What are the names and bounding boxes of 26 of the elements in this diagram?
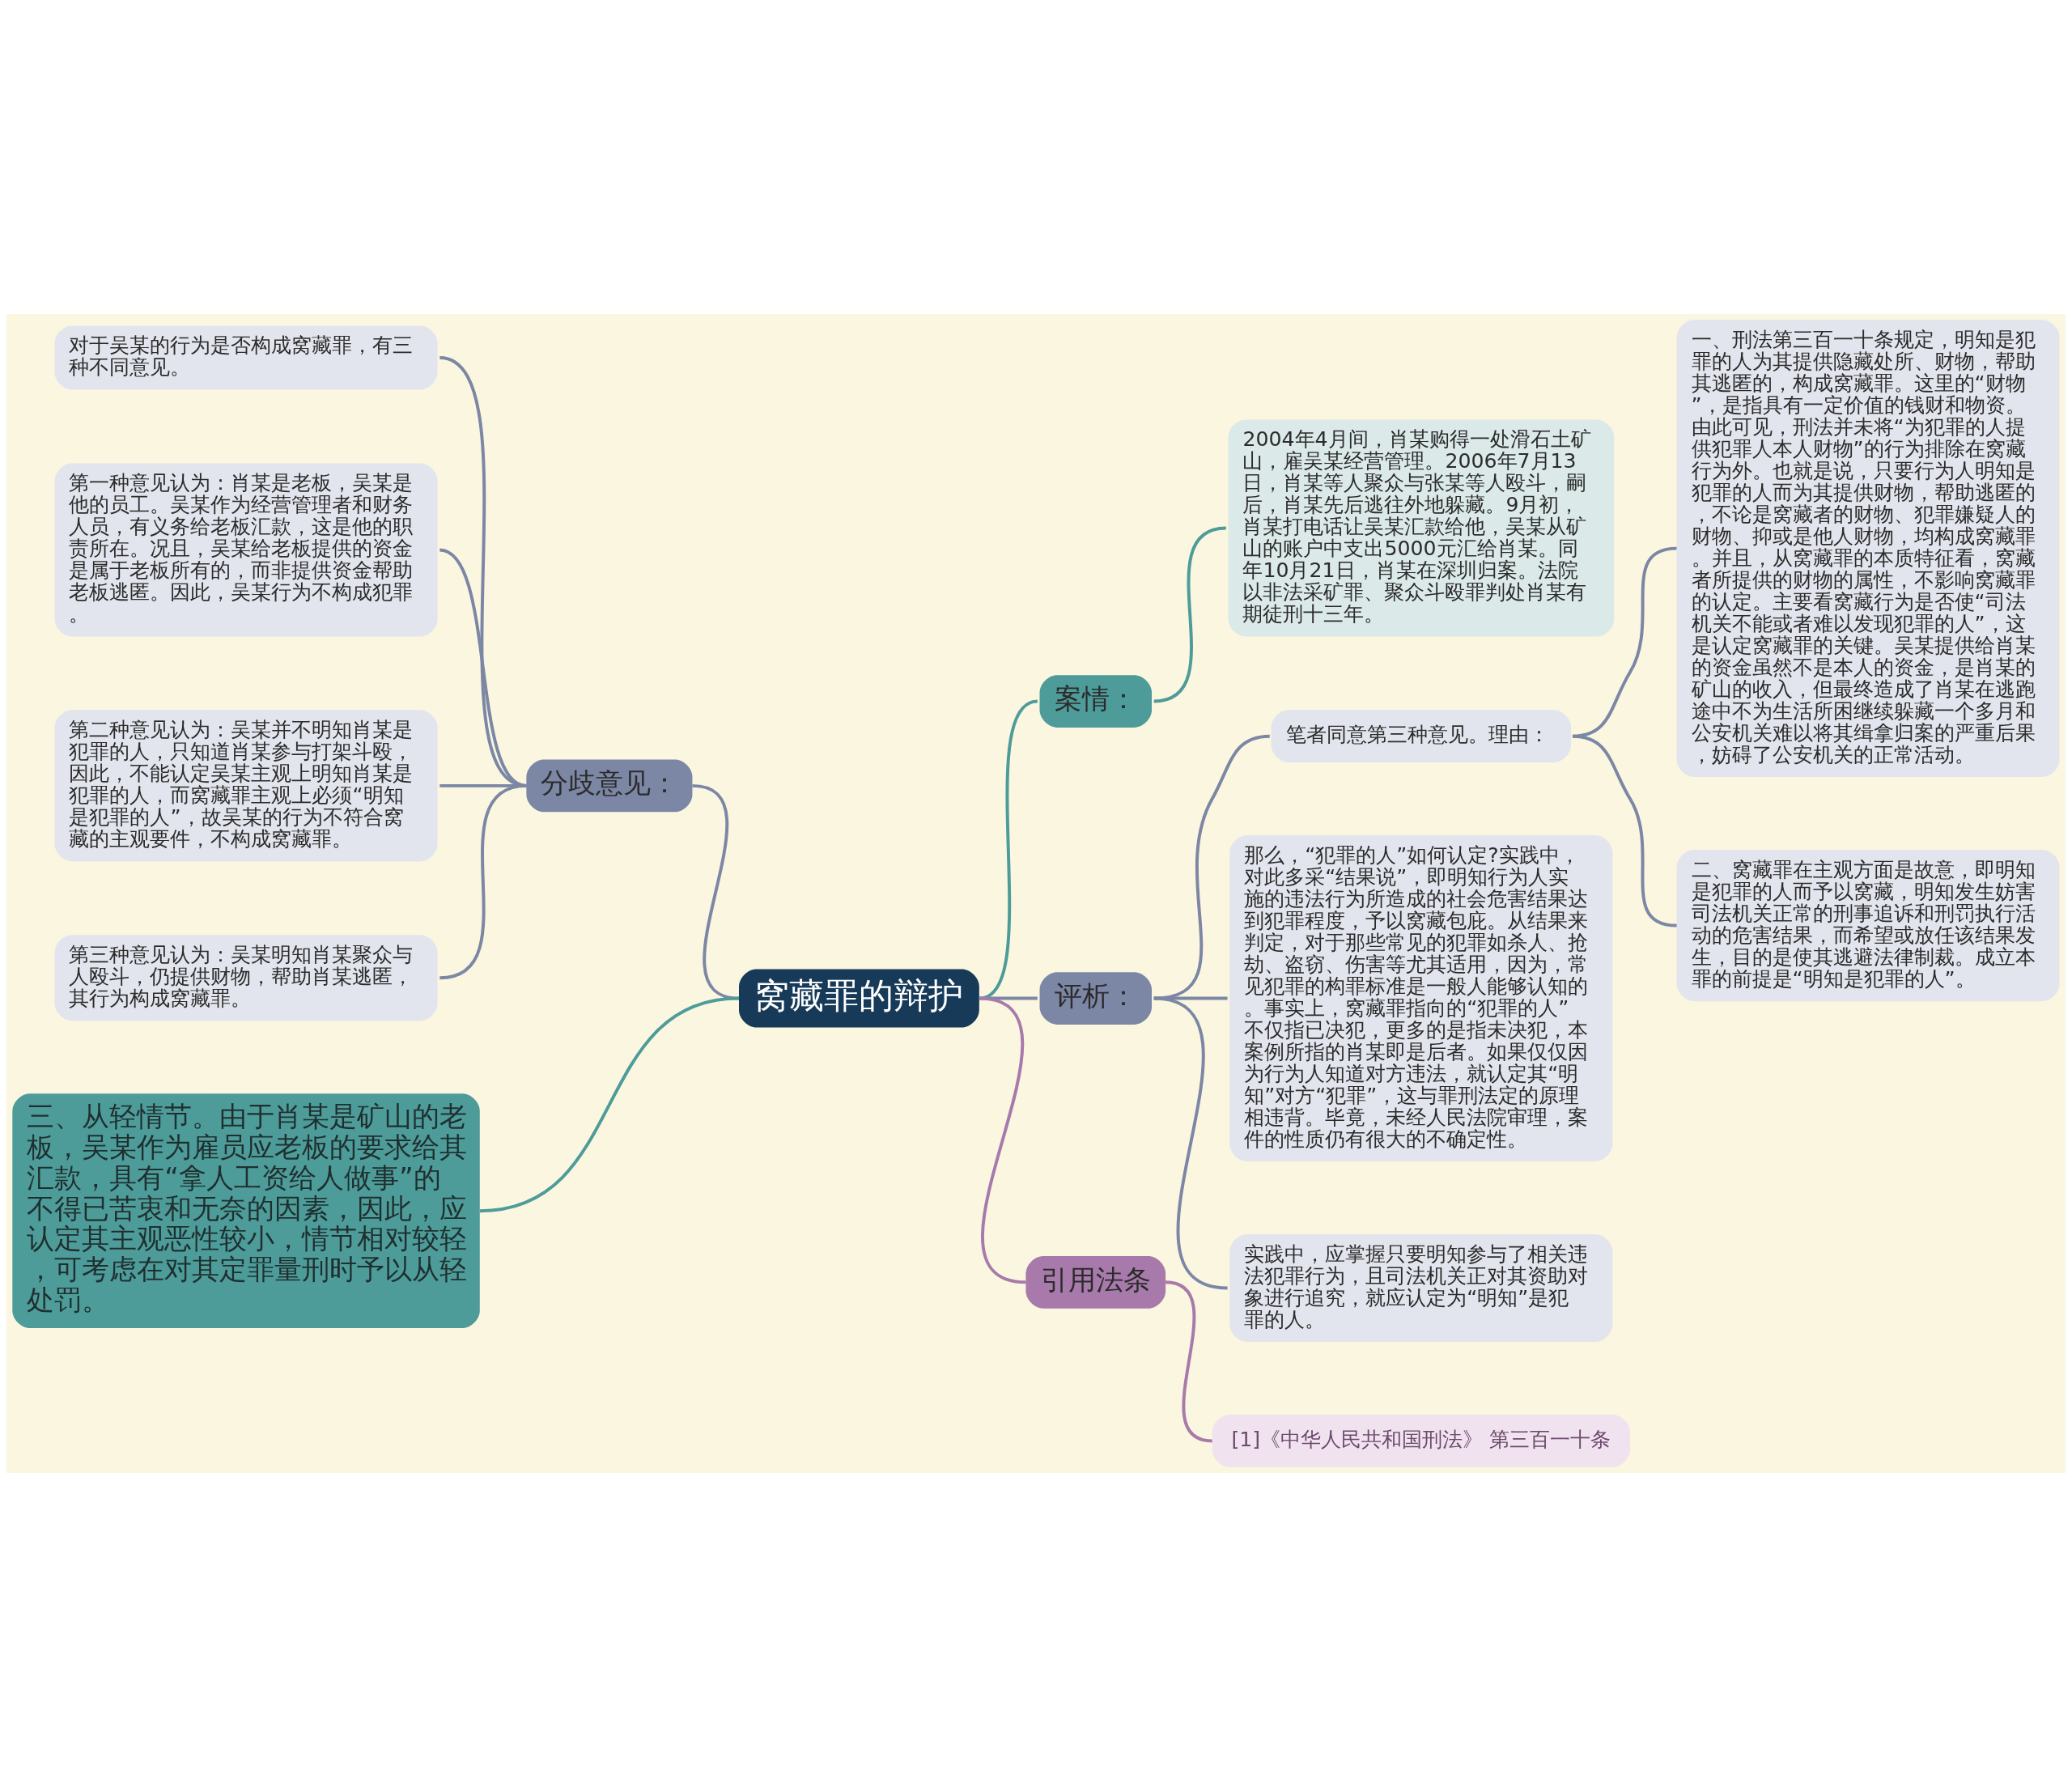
connector <box>1165 1280 1213 1443</box>
node-box: 笔者同意第三种意见。理由： <box>1271 710 1572 763</box>
connector <box>479 996 740 1213</box>
connector <box>1153 526 1227 703</box>
node-box: 引用法条 <box>1025 1255 1166 1309</box>
node-box: 2004年4月间，肖某购得一处滑石土矿山，雇吴某经营管理。2006年7月13日，肖某等人聚众与张某等人殴斗，嗣后，肖某先后逃往外地躲藏。9月初，肖某打电话让吴某汇款给他，吴某从矿山的账户中支出5000元汇给肖某。同年10月21日，肖某在深圳归案。法院以非法采矿罪、聚众斗殴罪判处肖某有期徒刑十三年。 <box>1228 419 1615 637</box>
node-box: 那么，“犯罪的人”如何认定?实践中，对此多采“结果说”，即明知行为人实施的违法行为所造成的社会危害结果达到犯罪程度，予以窝藏包庇。从结果来判定，对于那些常见的犯罪如杀人、抢劫、盗窃、伤害等尤其适用，因为，常见犯罪的构罪标准是一般人能够认知的。事实上，窝藏罪指向的“犯罪的人”不仅指已决犯，更多的是指未决犯，本案例所指的肖某即是后者。如果仅仅因为行为人知道对方违法，就认定其“明知”对方“犯罪”，这与罪刑法定的原理相违背。毕竟，未经人民法院审理，案件的性质仍有很大的不确定性。 <box>1229 835 1613 1161</box>
node-box: 分歧意见： <box>526 759 693 813</box>
connector <box>692 783 740 1000</box>
connector <box>1572 734 1677 927</box>
node-box: 第一种意见认为：肖某是老板，吴某是他的员工。吴某作为经营管理者和财务人员，有义务给老板汇款，这是他的职责所在。况且，吴某给老板提供的资金是属于老板所有的，而非提供资金帮助老板逃匿。因此，吴某行为不构成犯罪。 <box>54 463 438 637</box>
node-box: 第二种意见认为：吴某并不明知肖某是犯罪的人，只知道肖某参与打架斗殴，因此，不能认定吴某主观上明知肖某是犯罪的人，而窝藏罪主观上必须“明知是犯罪的人”，故吴某的行为不符合窝藏的主观要件，不构成窝藏罪。 <box>54 710 438 862</box>
node-box: [1]《中华人民共和国刑法》 第三百一十条 <box>1212 1415 1630 1467</box>
connector <box>979 996 1026 1284</box>
node-box: 第三种意见认为：吴某明知肖某聚众与人殴斗，仍提供财物，帮助肖某逃匿，其行为构成窝藏罪。 <box>54 935 438 1021</box>
connector <box>1153 734 1270 1000</box>
connector <box>439 783 527 980</box>
node-box: 案情： <box>1039 675 1152 728</box>
node-box: 对于吴某的行为是否构成窝藏罪，有三种不同意见。 <box>54 325 438 390</box>
node-box: 二、窝藏罪在主观方面是故意，即明知是犯罪的人而予以窝藏，明知发生妨害司法机关正常的刑事追诉和刑罚执行活动的危害结果，而希望或放任该结果发生，目的是使其逃避法律制裁。成立本罪的前提是“明知是犯罪的人”。 <box>1676 850 2060 1002</box>
node-box: 三、从轻情节。由于肖某是矿山的老板，吴某作为雇员应老板的要求给其汇款，具有“拿人工资给人做事”的不得已苦衷和无奈的因素，因此，应认定其主观恶性较小，情节相对较轻，可考虑在对其定罪量刑时予以从轻处罚。 <box>12 1093 480 1328</box>
connector <box>1153 996 1228 1290</box>
node-box: 一、刑法第三百一十条规定，明知是犯罪的人为其提供隐藏处所、财物，帮助其逃匿的，构成窝藏罪。这里的“财物”，是指具有一定价值的钱财和物资。由此可见，刑法并未将“为犯罪的人提供犯罪人本人财物”的行为排除在窝藏行为外。也就是说，只要行为人明知是犯罪的人而为其提供财物，帮助逃匿的，不论是窝藏者的财物、犯罪嫌疑人的财物、抑或是他人财物，均构成窝藏罪。并且，从窝藏罪的本质特征看，窝藏者所提供的财物的属性，不影响窝藏罪的认定。主要看窝藏行为是否使“司法机关不能或者难以发现犯罪的人”，这是认定窝藏罪的关键。吴某提供给肖某的资金虽然不是本人的资金，是肖某的矿山的收入，但最终造成了肖某在逃跑途中不为生活所困继续躲藏一个多月和公安机关难以将其缉拿归案的严重后果，妨碍了公安机关的正常活动。 <box>1676 320 2060 778</box>
node-box: 评析： <box>1039 972 1152 1025</box>
node-box: 窝藏罪的辩护 <box>739 969 979 1028</box>
node-box: 实践中，应掌握只要明知参与了相关违法犯罪行为，且司法机关正对其资助对象进行追究，就应认定为“明知”是犯罪的人。 <box>1229 1233 1613 1343</box>
